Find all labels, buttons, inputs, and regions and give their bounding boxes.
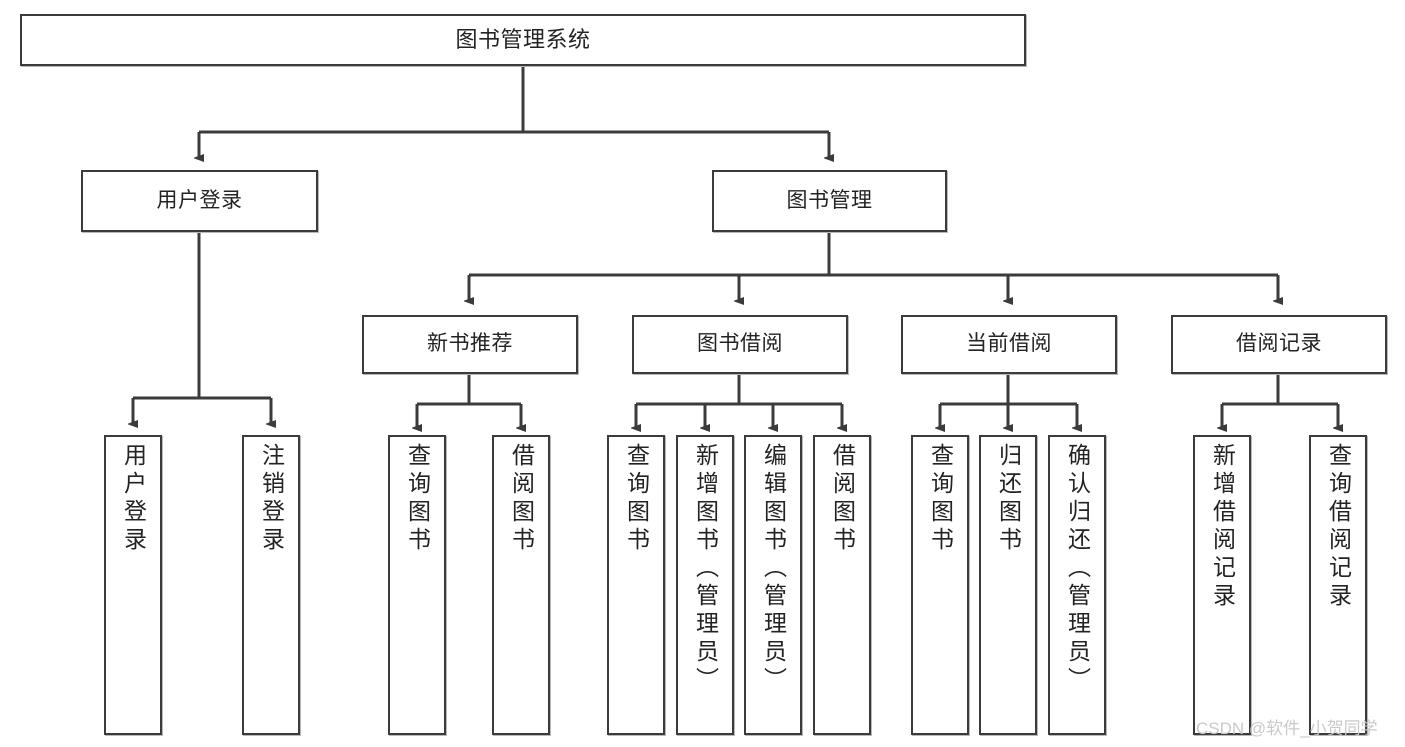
node-user-login[interactable]: 用户登录: [81, 170, 318, 232]
node-leaf-add-record[interactable]: 新增借阅记录: [1193, 435, 1251, 735]
node-root-label: 图书管理系统: [455, 27, 591, 53]
node-leaf-borrow-book-2-label: 借阅图书: [829, 443, 856, 555]
node-leaf-user-login[interactable]: 用户登录: [104, 435, 162, 735]
node-leaf-query-record-label: 查询借阅记录: [1325, 443, 1352, 611]
node-book-borrow[interactable]: 图书借阅: [632, 315, 848, 374]
node-leaf-add-record-label: 新增借阅记录: [1209, 443, 1236, 611]
node-leaf-query-record[interactable]: 查询借阅记录: [1309, 435, 1367, 735]
node-leaf-logout-login[interactable]: 注销登录: [242, 435, 300, 735]
node-leaf-query-book-2-label: 查询图书: [623, 443, 650, 555]
node-leaf-logout-login-label: 注销登录: [258, 443, 285, 555]
node-leaf-query-book-1-label: 查询图书: [404, 443, 431, 555]
node-leaf-edit-book[interactable]: 编辑图书（管理员）: [744, 435, 802, 735]
node-current-borrow-label: 当前借阅: [966, 332, 1052, 356]
node-leaf-borrow-book-2[interactable]: 借阅图书: [813, 435, 871, 735]
node-leaf-query-book-3[interactable]: 查询图书: [911, 435, 969, 735]
node-new-book-recommend-label: 新书推荐: [427, 332, 513, 356]
node-leaf-query-book-3-label: 查询图书: [927, 443, 954, 555]
node-root-book-management-system[interactable]: 图书管理系统: [20, 14, 1026, 66]
node-borrow-record-label: 借阅记录: [1236, 332, 1322, 356]
node-leaf-user-login-label: 用户登录: [120, 443, 147, 555]
watermark-csdn: CSDN @软件_小贺同学: [1196, 719, 1378, 738]
node-leaf-return-book-label: 归还图书: [995, 443, 1022, 555]
node-current-borrow[interactable]: 当前借阅: [901, 315, 1117, 374]
node-book-management[interactable]: 图书管理: [712, 170, 947, 232]
node-leaf-return-book[interactable]: 归还图书: [979, 435, 1037, 735]
node-borrow-record[interactable]: 借阅记录: [1171, 315, 1387, 374]
node-leaf-query-book-2[interactable]: 查询图书: [607, 435, 665, 735]
node-leaf-confirm-return-label: 确认归还（管理员）: [1064, 443, 1091, 695]
node-leaf-add-book-label: 新增图书（管理员）: [692, 443, 719, 695]
node-leaf-query-book-1[interactable]: 查询图书: [388, 435, 446, 735]
node-leaf-borrow-book-1-label: 借阅图书: [508, 443, 535, 555]
node-leaf-add-book[interactable]: 新增图书（管理员）: [676, 435, 734, 735]
node-user-login-label: 用户登录: [156, 188, 243, 212]
node-book-borrow-label: 图书借阅: [697, 332, 783, 356]
node-leaf-borrow-book-1[interactable]: 借阅图书: [492, 435, 550, 735]
node-leaf-confirm-return[interactable]: 确认归还（管理员）: [1048, 435, 1106, 735]
node-leaf-edit-book-label: 编辑图书（管理员）: [760, 443, 787, 695]
node-book-management-label: 图书管理: [786, 188, 873, 212]
node-new-book-recommend[interactable]: 新书推荐: [362, 315, 578, 374]
